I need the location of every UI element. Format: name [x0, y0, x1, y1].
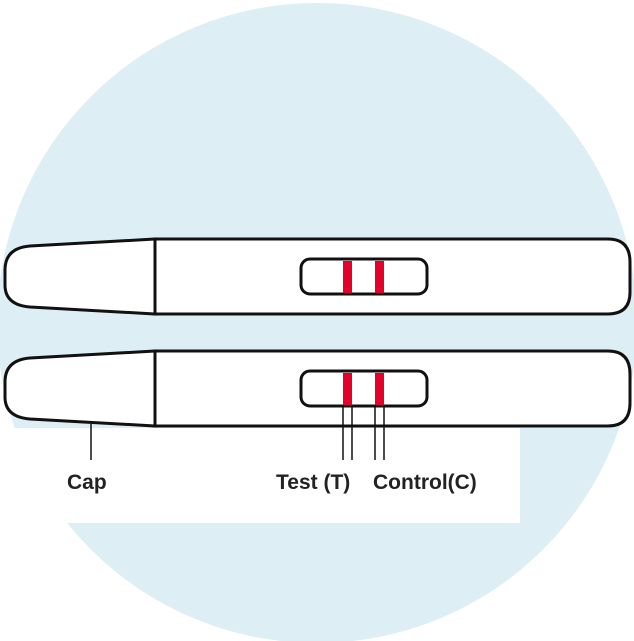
- control-label: Control(C): [373, 471, 477, 494]
- result-window: [299, 257, 429, 296]
- result-window: [299, 369, 429, 408]
- control-line: [375, 373, 384, 405]
- device-cap: [3, 349, 157, 428]
- cap-label: Cap: [67, 471, 107, 494]
- test-line: [343, 261, 352, 293]
- device-cap: [3, 237, 157, 316]
- test-strip-top: [3, 237, 632, 316]
- control-line: [375, 261, 384, 293]
- test-label: Test (T): [276, 471, 350, 494]
- label-area-background: [0, 428, 520, 523]
- background-circle: [0, 3, 634, 641]
- test-line: [343, 373, 352, 405]
- test-strip-bottom: [3, 349, 632, 428]
